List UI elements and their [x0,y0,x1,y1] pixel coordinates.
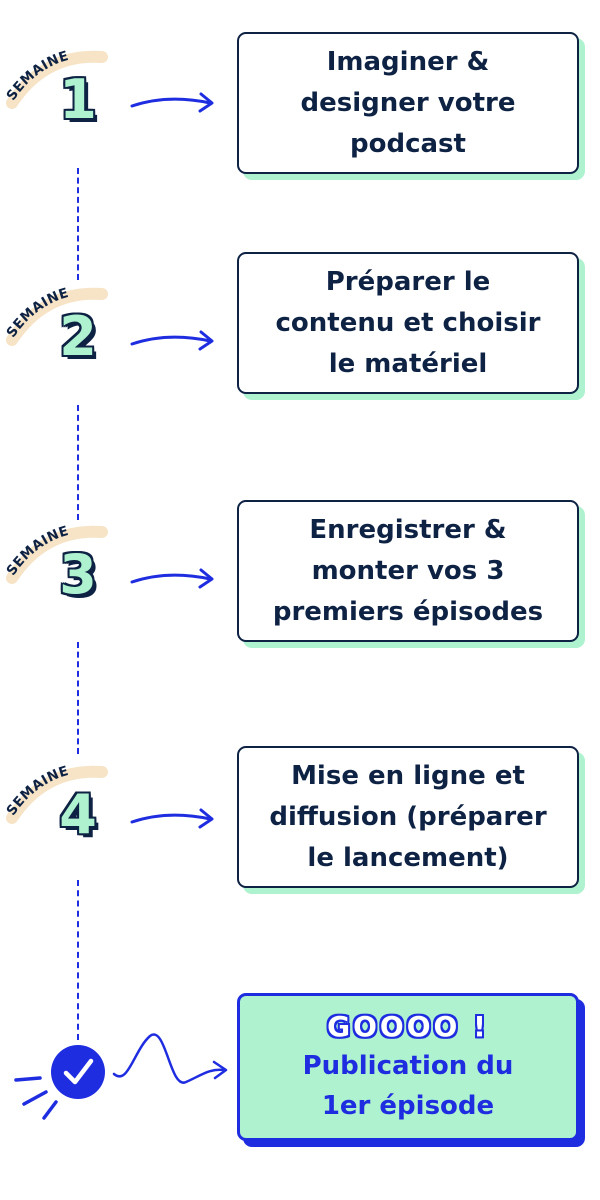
week-marker-4: SEMAINE 4 [0,750,120,870]
arrow-right-icon [130,92,214,113]
step-text: Imaginer & designer votre podcast [300,46,516,159]
final-headline: GOOOO ! [327,1010,489,1043]
timeline-connector [77,880,79,1040]
arrow-right-icon [130,568,214,589]
final-text: Publication du 1er épisode [302,1051,514,1121]
arrow-right-icon [130,330,214,351]
week-number: 4 [59,783,97,846]
check-icon [14,1033,228,1120]
step-card-3: Enregistrer & monter vos 3 premiers épis… [237,500,579,642]
timeline-connector [77,642,79,754]
step-text: Mise en ligne et diffusion (préparer le … [269,760,547,873]
week-marker-1: SEMAINE 1 [0,35,120,155]
week-marker-3: SEMAINE 3 [0,510,120,630]
week-label-arc: SEMAINE [3,285,108,346]
final-card: GOOOO ! Publication du 1er épisode [237,993,579,1141]
step-card-1: Imaginer & designer votre podcast [237,32,579,174]
week-label-arc: SEMAINE [3,763,108,824]
timeline-connector [77,405,79,520]
week-label-arc: SEMAINE [3,48,108,109]
arrow-right-icon [130,808,214,829]
week-label-arc: SEMAINE [3,523,108,584]
step-text: Préparer le contenu et choisir le matéri… [275,266,541,379]
step-text: Enregistrer & monter vos 3 premiers épis… [272,514,544,627]
week-number: 2 [59,305,97,368]
week-number: 1 [59,68,97,131]
week-marker-2: SEMAINE 2 [0,272,120,392]
week-number: 3 [59,543,97,606]
timeline-connector [77,168,79,280]
step-card-4: Mise en ligne et diffusion (préparer le … [237,746,579,888]
step-card-2: Préparer le contenu et choisir le matéri… [237,252,579,394]
